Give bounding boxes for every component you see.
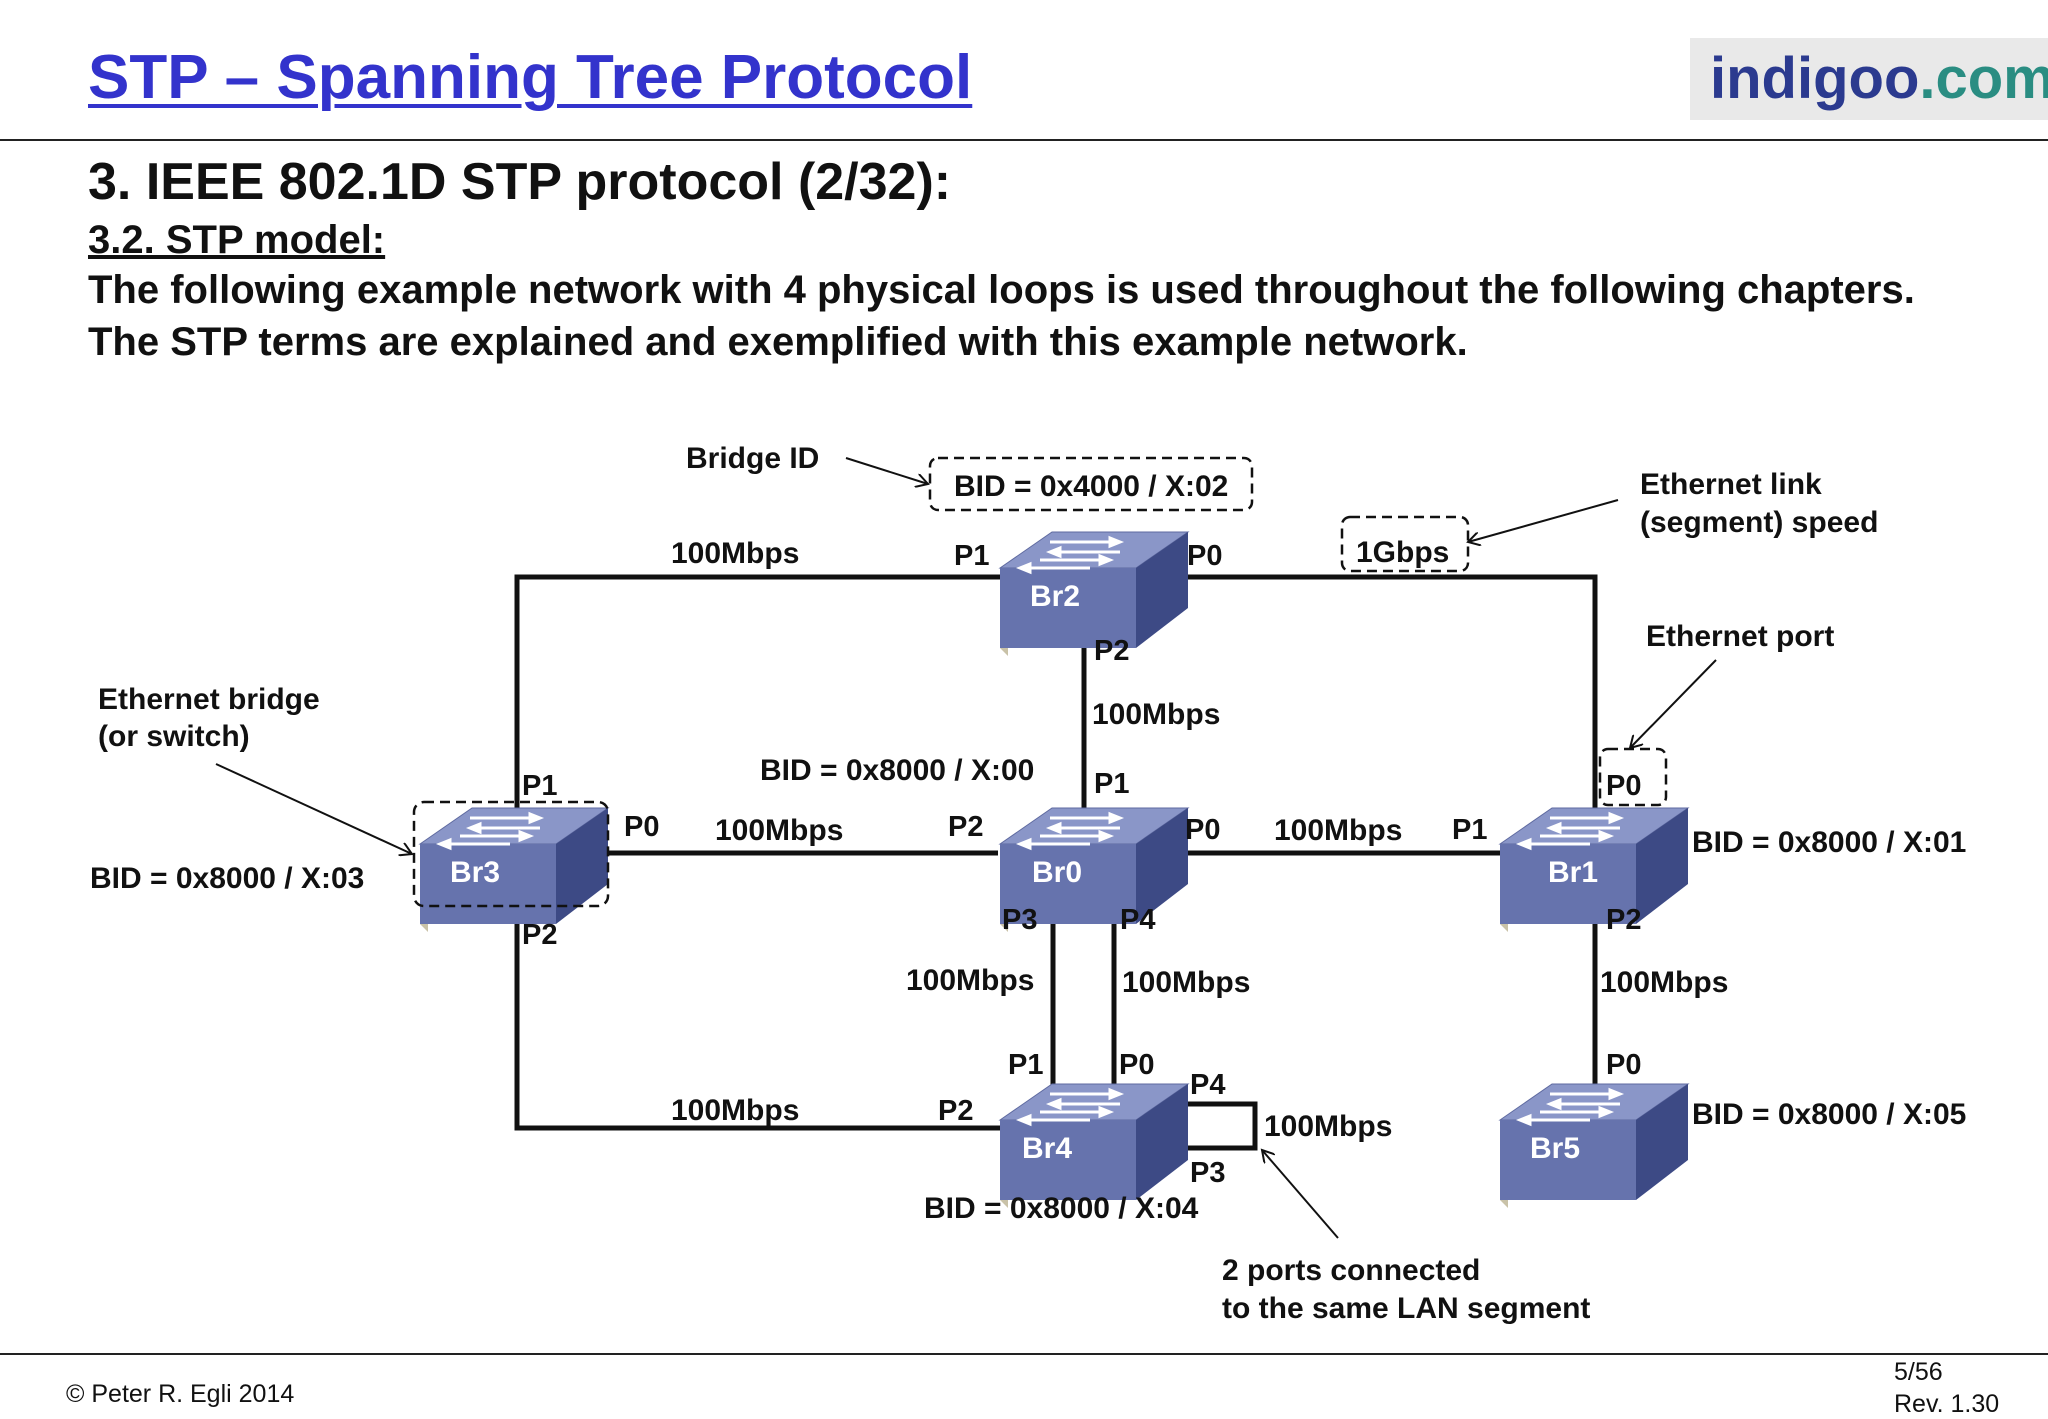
port-br3-p2: P2: [522, 919, 557, 951]
footer-page-number: 5/56: [1894, 1358, 1943, 1386]
port-br4-p1: P1: [1008, 1049, 1043, 1081]
port-br0-p2: P2: [948, 811, 983, 843]
switch-br5-label: Br5: [1530, 1132, 1580, 1165]
footer-revision: Rev. 1.30: [1894, 1390, 2000, 1418]
switch-br4-label: Br4: [1022, 1132, 1072, 1165]
link-br3-br2: [514, 574, 1002, 830]
brand-logo-domain: .com: [1919, 46, 2048, 111]
annotation-eth-port: Ethernet port: [1646, 620, 1834, 653]
port-br4-p4: P4: [1190, 1069, 1225, 1101]
speed-br3-br4: 100Mbps: [671, 1094, 799, 1127]
section-heading: 3. IEEE 802.1D STP protocol (2/32):: [88, 153, 952, 211]
port-br0-p1: P1: [1094, 768, 1129, 800]
annotation-eth-bridge-1: Ethernet bridge: [98, 683, 320, 716]
speed-br0-br4-a: 100Mbps: [906, 964, 1034, 997]
slide-title: STP – Spanning Tree Protocol: [88, 43, 973, 112]
port-br1-p1: P1: [1452, 814, 1487, 846]
annotation-same-seg-2: to the same LAN segment: [1222, 1292, 1590, 1325]
links: [514, 574, 1598, 1151]
arrow-eth-port: [1630, 659, 1717, 748]
speed-br3-br0: 100Mbps: [715, 814, 843, 847]
speed-br0-br1: 100Mbps: [1274, 814, 1402, 847]
switch-br0: Br0: [998, 806, 1190, 934]
bid-br3: BID = 0x8000 / X:03: [90, 862, 364, 895]
speed-br0-br4-b: 100Mbps: [1122, 966, 1250, 999]
switch-br2-label: Br2: [1030, 580, 1080, 613]
port-br3-p0: P0: [624, 811, 659, 843]
switch-br0-label: Br0: [1032, 856, 1082, 889]
port-br1-p2: P2: [1606, 904, 1641, 936]
port-br1-p0: P0: [1606, 770, 1641, 802]
speed-highlight-box: [1340, 515, 1470, 573]
arrow-link-speed: [1468, 499, 1619, 542]
speed-br2-br1: 1Gbps: [1356, 536, 1449, 569]
footer-divider: [0, 1353, 2048, 1355]
switch-br3: Br3: [418, 806, 610, 934]
speed-br2-br0: 100Mbps: [1092, 698, 1220, 731]
annotation-eth-bridge-2: (or switch): [98, 720, 250, 753]
port-br0-p4: P4: [1120, 904, 1155, 936]
port-br0-p0: P0: [1185, 814, 1220, 846]
port-br4-p3: P3: [1190, 1157, 1225, 1189]
port-br2-p0: P0: [1187, 540, 1222, 572]
port-br2-p1: P1: [954, 540, 989, 572]
arrow-eth-bridge: [215, 763, 412, 854]
bid-br5: BID = 0x8000 / X:05: [1692, 1098, 1966, 1131]
bridge-highlight-box: [412, 800, 610, 908]
bid-br0: BID = 0x8000 / X:00: [760, 754, 1034, 787]
annotation-same-seg-1: 2 ports connected: [1222, 1254, 1480, 1287]
section-subheading: 3.2. STP model:: [88, 218, 386, 262]
brand-logo: indigoo.com: [1690, 38, 2048, 120]
arrow-same-segment: [1262, 1150, 1339, 1239]
bid-br4: BID = 0x8000 / X:04: [924, 1192, 1199, 1225]
intro-line-1: The following example network with 4 phy…: [88, 268, 1915, 312]
speed-br3-br2: 100Mbps: [671, 537, 799, 570]
annotation-link-speed-2: (segment) speed: [1640, 506, 1878, 539]
header-divider: [0, 139, 2048, 141]
bid-br1: BID = 0x8000 / X:01: [1692, 826, 1966, 859]
brand-logo-name: indigoo: [1710, 46, 1920, 111]
switch-br3-label: Br3: [450, 856, 500, 889]
port-br3-p1: P1: [522, 770, 557, 802]
intro-line-2: The STP terms are explained and exemplif…: [88, 320, 1468, 364]
arrow-bridge-id: [845, 457, 928, 484]
port-br4-p0: P0: [1119, 1049, 1154, 1081]
port-br4-p2: P2: [938, 1095, 973, 1127]
link-br4-loop: [1176, 1101, 1258, 1151]
switch-br1: Br1: [1498, 806, 1690, 934]
switch-br5: Br5: [1498, 1082, 1690, 1210]
annotation-bridge-id: Bridge ID: [686, 442, 819, 475]
port-br5-p0: P0: [1606, 1049, 1641, 1081]
bid-highlight-box: [928, 456, 1254, 512]
annotation-link-speed-1: Ethernet link: [1640, 468, 1822, 501]
switch-br1-label: Br1: [1548, 856, 1598, 889]
speed-br4-loop: 100Mbps: [1264, 1110, 1392, 1143]
port-br0-p3: P3: [1002, 904, 1037, 936]
port-br2-p2: P2: [1094, 635, 1129, 667]
speed-br1-br5: 100Mbps: [1600, 966, 1728, 999]
footer-copyright: © Peter R. Egli 2014: [66, 1380, 295, 1408]
link-br2-br1: [1176, 574, 1598, 808]
link-br3-br4: [514, 895, 1002, 1131]
switch-br4: Br4: [998, 1082, 1190, 1210]
bid-br2: BID = 0x4000 / X:02: [954, 470, 1228, 503]
switch-br2: Br2: [998, 530, 1190, 658]
